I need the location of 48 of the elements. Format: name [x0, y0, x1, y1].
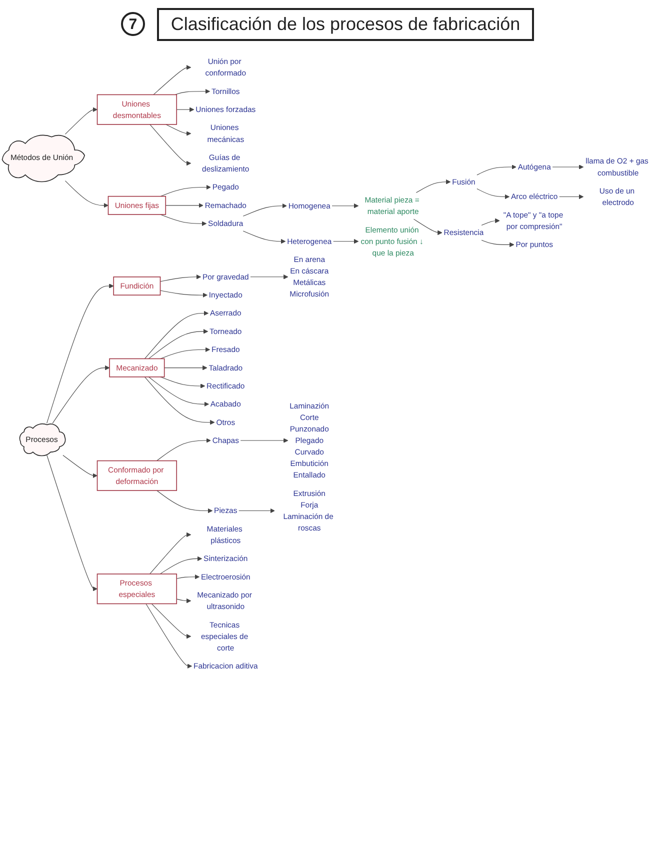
arrow — [160, 274, 202, 282]
arrow — [242, 230, 286, 244]
arrow — [164, 365, 208, 370]
arrow — [476, 164, 516, 176]
arrow — [150, 124, 192, 166]
arrow — [333, 238, 359, 244]
arrow — [166, 124, 192, 136]
arrow — [413, 218, 442, 236]
arrow — [46, 454, 98, 592]
arrow — [151, 603, 192, 639]
title: Clasificación de los procesos de fabricación — [156, 8, 534, 40]
arrow — [153, 65, 192, 95]
arrow — [176, 598, 192, 604]
arrow — [150, 532, 192, 574]
arrow — [481, 240, 514, 248]
arrow — [146, 603, 192, 669]
arrow — [165, 203, 204, 208]
arrow — [64, 180, 108, 208]
arrow — [242, 203, 287, 216]
arrow — [160, 214, 207, 226]
arrow — [332, 203, 359, 208]
arrow — [176, 107, 194, 112]
arrow — [250, 274, 288, 280]
arrow — [156, 438, 211, 462]
arrow — [559, 194, 584, 200]
arrow — [64, 107, 98, 134]
callout-number: 7 — [120, 12, 145, 36]
arrow — [144, 310, 209, 359]
arrow — [476, 188, 510, 200]
arrow — [148, 329, 208, 359]
arrow — [148, 376, 209, 407]
arrow — [174, 88, 210, 95]
arrow — [240, 438, 288, 443]
arrow — [156, 490, 213, 514]
arrow — [62, 454, 98, 478]
arrow — [552, 164, 584, 170]
arrow — [176, 574, 200, 580]
arrow — [160, 376, 206, 388]
arrow — [416, 179, 451, 193]
arrow — [160, 290, 208, 298]
arrow — [52, 365, 110, 424]
arrow — [238, 508, 275, 514]
arrow — [144, 376, 215, 425]
arrow — [160, 184, 211, 197]
arrow — [481, 218, 500, 226]
arrow — [46, 284, 114, 424]
arrow — [160, 556, 202, 574]
arrow — [160, 347, 210, 359]
